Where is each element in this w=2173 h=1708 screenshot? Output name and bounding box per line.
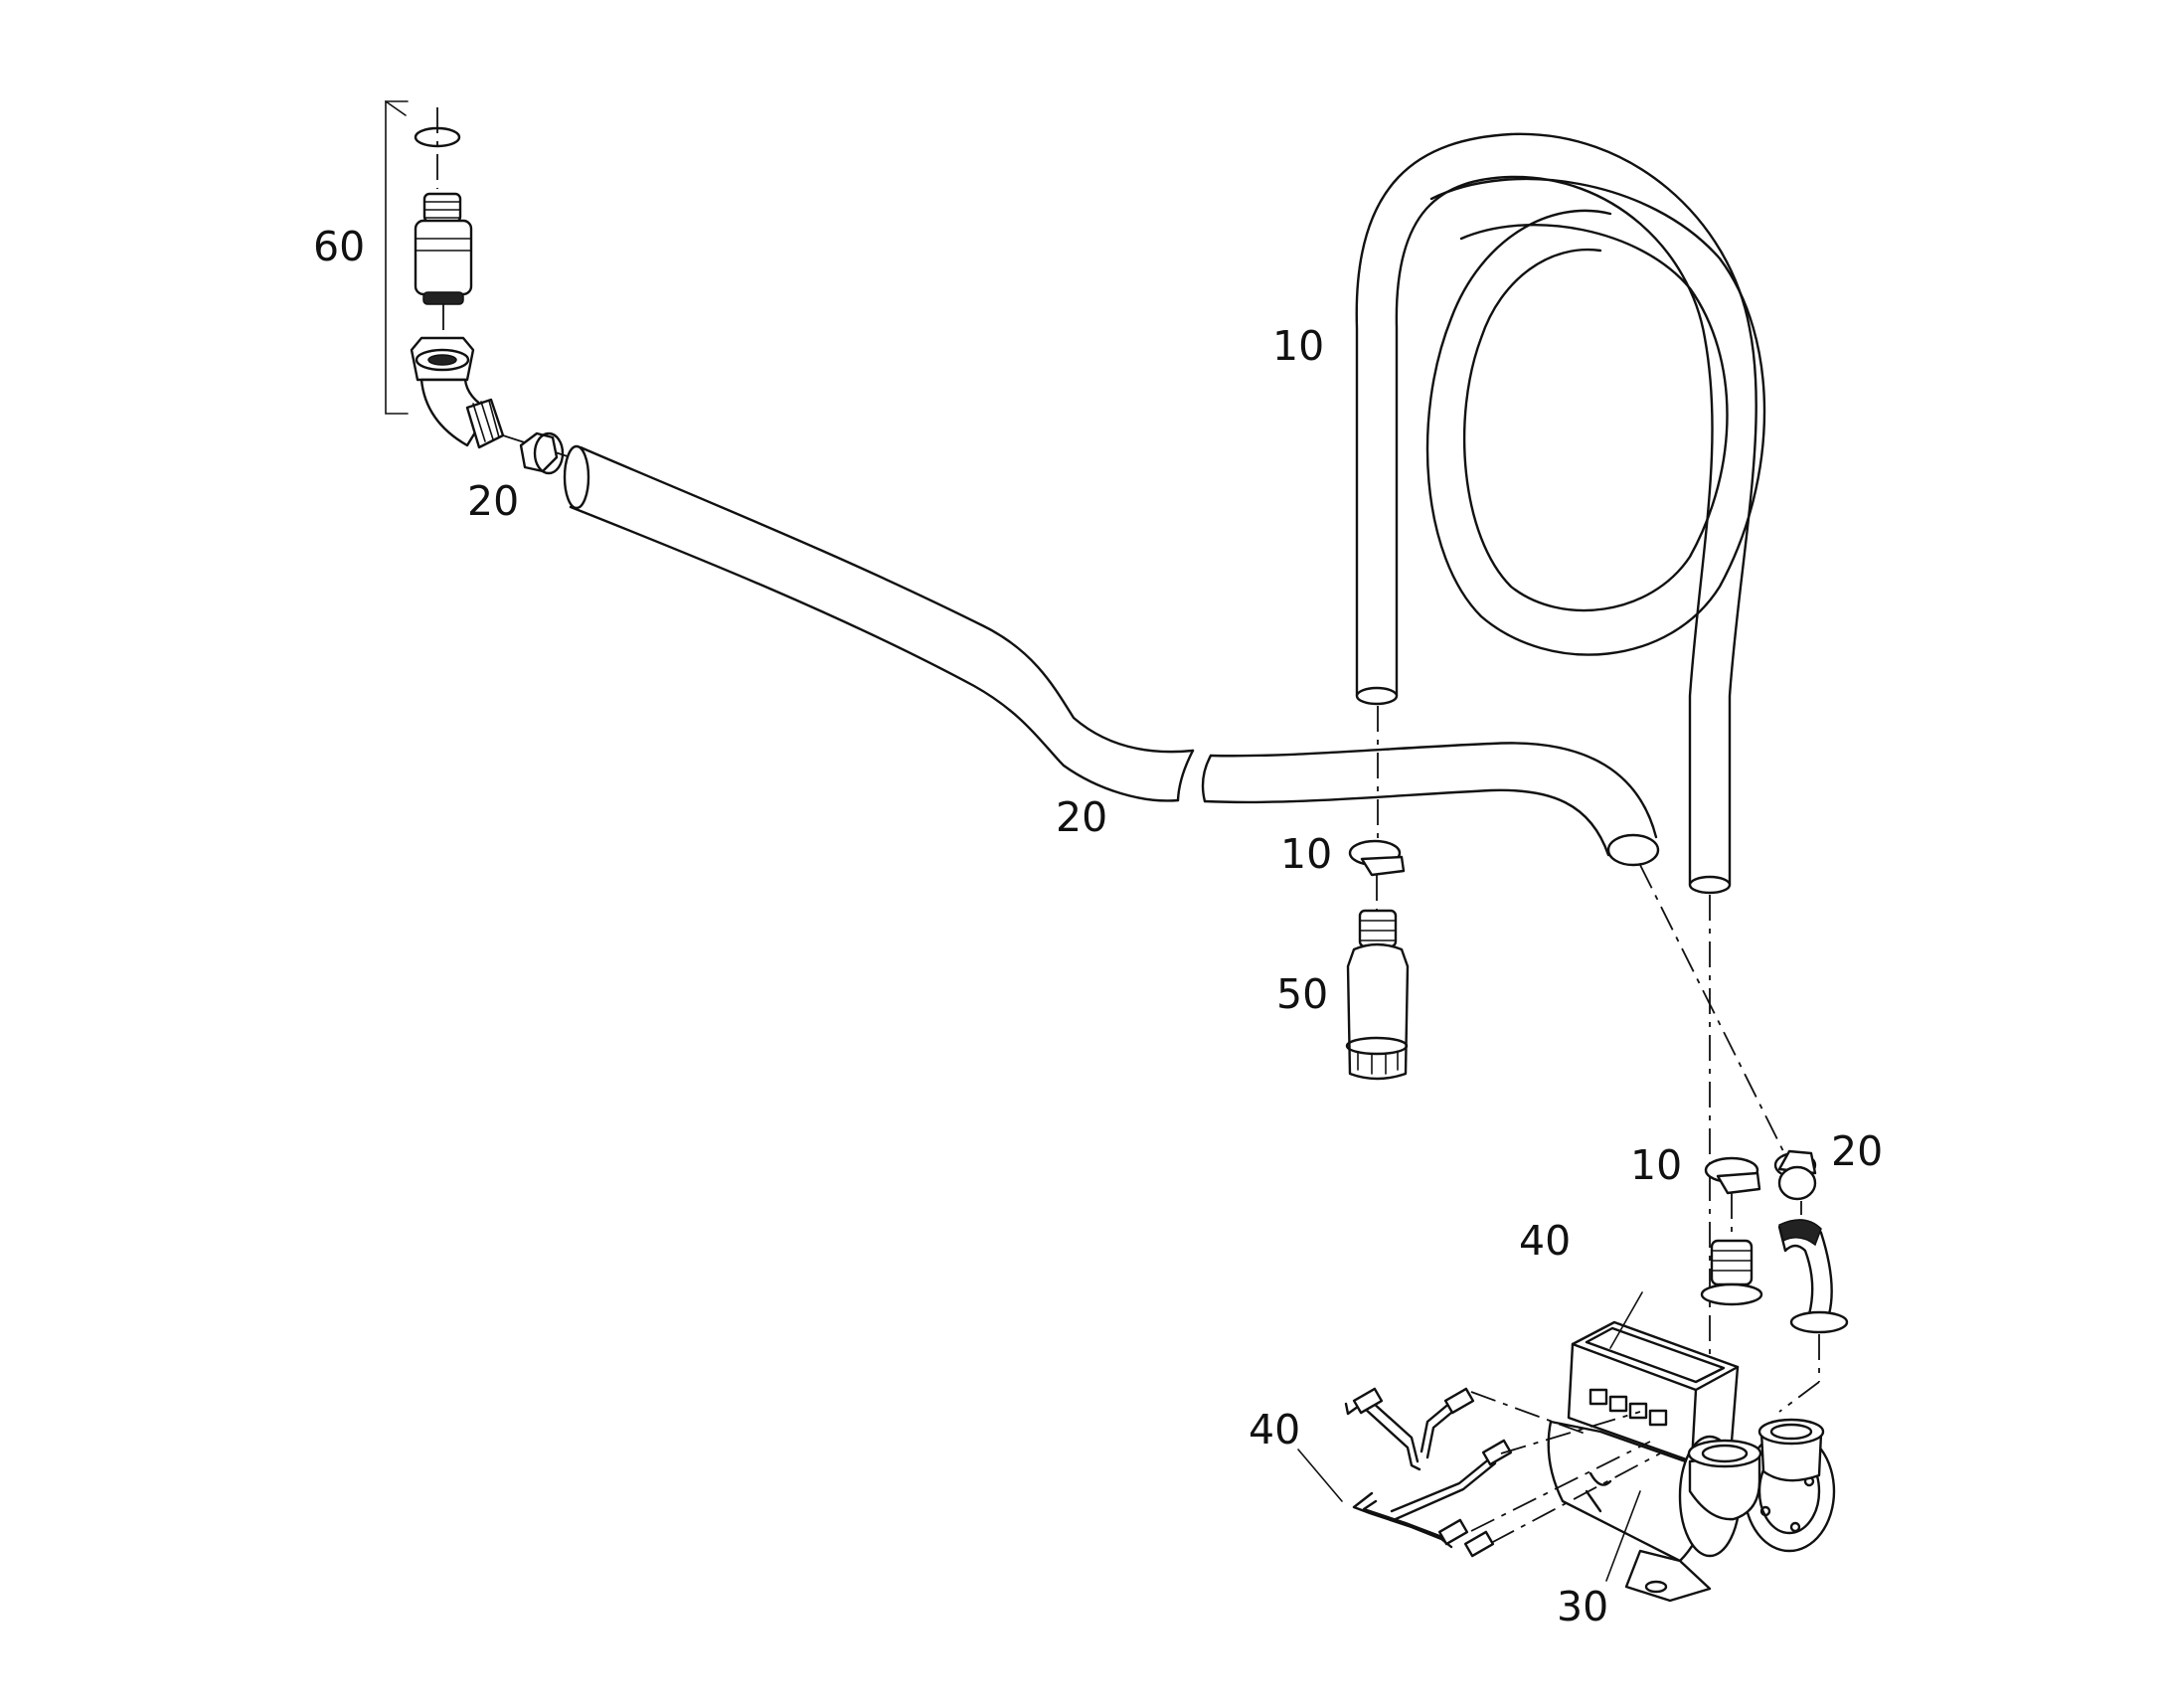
centerline-hose-to-clamp (1639, 864, 1790, 1164)
o-ring-top (414, 107, 461, 189)
callout-20-elbow-clamp: 20 (467, 477, 519, 525)
hose-20-left (563, 444, 1195, 802)
callout-50: 50 (1276, 970, 1328, 1018)
callout-10-clamp-low: 10 (1630, 1141, 1682, 1189)
assembly-60-bracket (385, 100, 409, 415)
callout-60: 60 (313, 223, 365, 270)
hose-clamp-10-low (1704, 1156, 1761, 1195)
callout-labels: 60 20 10 20 10 50 10 20 40 40 30 (313, 223, 1883, 1630)
check-valve-fitting (414, 192, 473, 305)
elbow-fitting (410, 304, 505, 449)
callout-40-control-box: 40 (1519, 1217, 1571, 1265)
hose-20-right (1201, 742, 1660, 867)
callout-20-clamp-low: 20 (1831, 1127, 1883, 1175)
hose-clamp-20-low (1773, 1149, 1817, 1201)
callout-30-pump: 30 (1557, 1583, 1608, 1630)
hose-clamp-elbow (502, 431, 578, 475)
leader-lines (1297, 1291, 1643, 1582)
hose-nipple (1700, 1193, 1763, 1306)
hose-10-coil (1355, 132, 1766, 895)
pump-30 (1547, 1418, 1836, 1603)
callout-10-hose: 10 (1272, 322, 1324, 370)
strainer-50 (1345, 875, 1410, 1081)
hose-clamp-10-mid (1348, 839, 1406, 877)
outlet-elbow-pipe (1777, 1201, 1849, 1413)
wiring-harness-40 (1344, 1387, 1661, 1558)
callout-20-hose: 20 (1056, 793, 1107, 841)
callout-40-harness: 40 (1249, 1406, 1300, 1453)
callout-10-clamp-mid: 10 (1280, 830, 1332, 878)
